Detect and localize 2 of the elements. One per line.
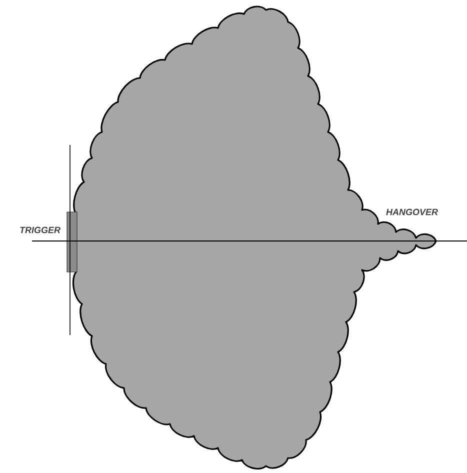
waveform-label: TRIGGER	[20, 226, 60, 234]
waveform-label: HANGOVER	[386, 208, 438, 216]
